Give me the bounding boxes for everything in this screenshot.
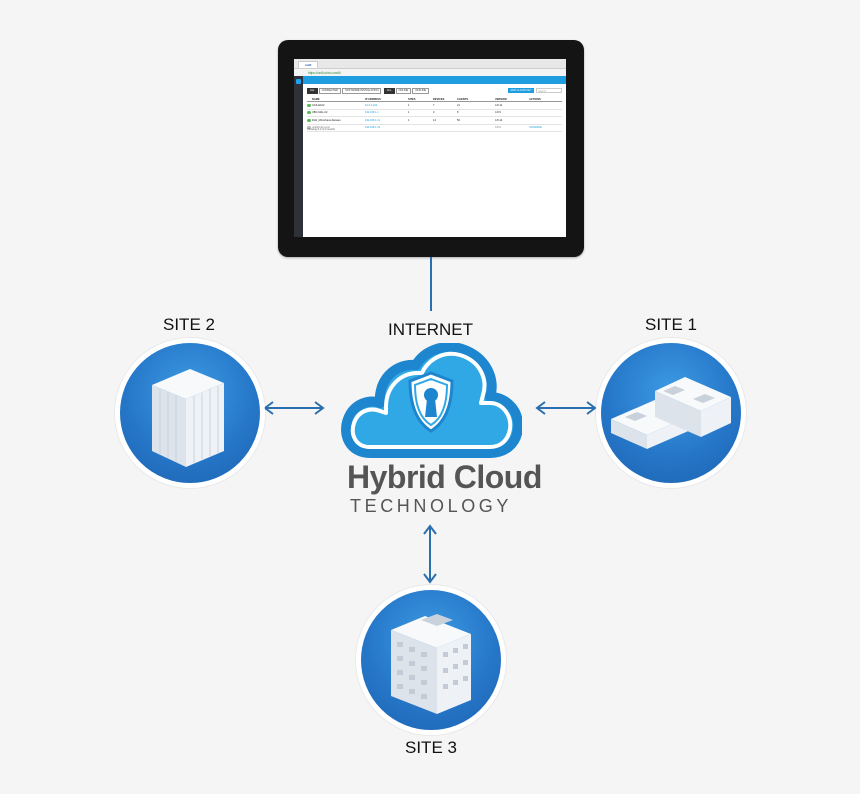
table-header: NAME IP ADDRESS SITES DEVICES CLIENTS VE… [307, 96, 562, 102]
row-version: 4.8.14 [495, 118, 503, 122]
filter2-offline[interactable]: OFFLINE [412, 88, 430, 94]
site1-circle [596, 338, 746, 488]
row-name: unifi@ubnt.com [312, 126, 331, 129]
site3-label: SITE 3 [405, 738, 457, 757]
upgrade-link[interactable]: UPGRADE [529, 126, 542, 129]
add-cloud-key-button[interactable]: ADD CLOUD KEY [508, 88, 534, 93]
row-devices: 7 [433, 103, 435, 107]
low-rise-buildings-icon [611, 377, 731, 449]
row-clients: 56 [457, 118, 460, 122]
product-title: Hybrid Cloud [347, 459, 542, 495]
app-header-bar [303, 76, 566, 84]
table-row[interactable]: UCK-E102 10.0.1.102 1 7 21 4.8.12 [307, 102, 562, 110]
cloud-status-icon [307, 103, 311, 107]
cloud-status-icon [307, 118, 311, 122]
row-clients: 21 [457, 103, 460, 107]
table-footer: Showing 1-4 of 4 results [307, 128, 335, 131]
table-row[interactable]: RH2_Motorhaus-Dessau 192.168.1.11 1 14 5… [307, 117, 562, 125]
browser-tab-label: unifi [305, 63, 312, 67]
row-clients: 8 [457, 111, 459, 114]
product-subtitle: TECHNOLOGY [350, 496, 513, 516]
cloud-status-icon [307, 111, 311, 115]
filter-software[interactable]: SOFTWARE INSTALLATION [342, 88, 382, 94]
col-sites: SITES [408, 97, 416, 101]
search-input[interactable]: Search [536, 88, 562, 93]
apartment-building-icon [391, 614, 471, 714]
site1-double-arrow-icon [535, 401, 597, 415]
site2-double-arrow-icon [263, 401, 325, 415]
site1-label: SITE 1 [645, 315, 697, 334]
internet-connector-line [430, 257, 432, 311]
row-ip[interactable]: 10.0.1.102 [365, 103, 378, 107]
col-clients: CLIENTS [457, 97, 469, 101]
unifi-logo-icon [296, 79, 301, 84]
site3-double-arrow-icon [423, 524, 437, 584]
row-version: 4.8.9 [495, 111, 501, 114]
filter-connected[interactable]: CONNECTED [318, 88, 342, 94]
row-sites: 1 [408, 103, 410, 107]
cloud-shield-icon [341, 343, 522, 458]
col-name: NAME [312, 97, 320, 101]
row-name: RH2_Motorhaus-Dessau [312, 118, 341, 122]
filter2-all[interactable]: ALL [383, 88, 395, 94]
row-ip[interactable]: 192.168.1.11 [365, 118, 380, 122]
col-actions: ACTIONS [529, 97, 541, 101]
browser-tab-bar: unifi [294, 59, 566, 69]
site2-circle [115, 338, 265, 488]
col-version: VERSION [495, 97, 507, 101]
col-devices: DEVICES [433, 97, 445, 101]
row-name: UCK-E102 [312, 103, 325, 107]
row-devices: 3 [433, 111, 435, 114]
tower-building-icon [152, 369, 224, 467]
filter-all[interactable]: ALL [307, 88, 318, 94]
site3-circle [356, 585, 506, 735]
col-ip: IP ADDRESS [365, 97, 381, 101]
site2-label: SITE 2 [163, 315, 215, 334]
device-status-icon [307, 126, 311, 130]
row-version: 4.8.9 [495, 126, 501, 129]
row-sites: 1 [408, 118, 410, 122]
row-devices: 14 [433, 118, 436, 122]
row-ip[interactable]: 192.168.1.10 [365, 126, 381, 129]
row-sites: 1 [408, 111, 410, 114]
row-name: UBC-MAL-02 [312, 111, 328, 114]
internet-label: INTERNET [388, 320, 473, 339]
row-version: 4.8.12 [495, 103, 503, 107]
app-sidebar [294, 76, 303, 237]
table-row[interactable]: unifi@ubnt.com 192.168.1.10 4.8.9 UPGRAD… [307, 125, 562, 132]
filter2-online[interactable]: ONLINE [395, 88, 412, 94]
browser-tab[interactable]: unifi [298, 61, 319, 68]
controllers-table: NAME IP ADDRESS SITES DEVICES CLIENTS VE… [307, 96, 562, 132]
table-row[interactable]: UBC-MAL-02 192.168.1.1 1 3 8 4.8.9 [307, 110, 562, 117]
row-ip[interactable]: 192.168.1.1 [365, 111, 379, 114]
